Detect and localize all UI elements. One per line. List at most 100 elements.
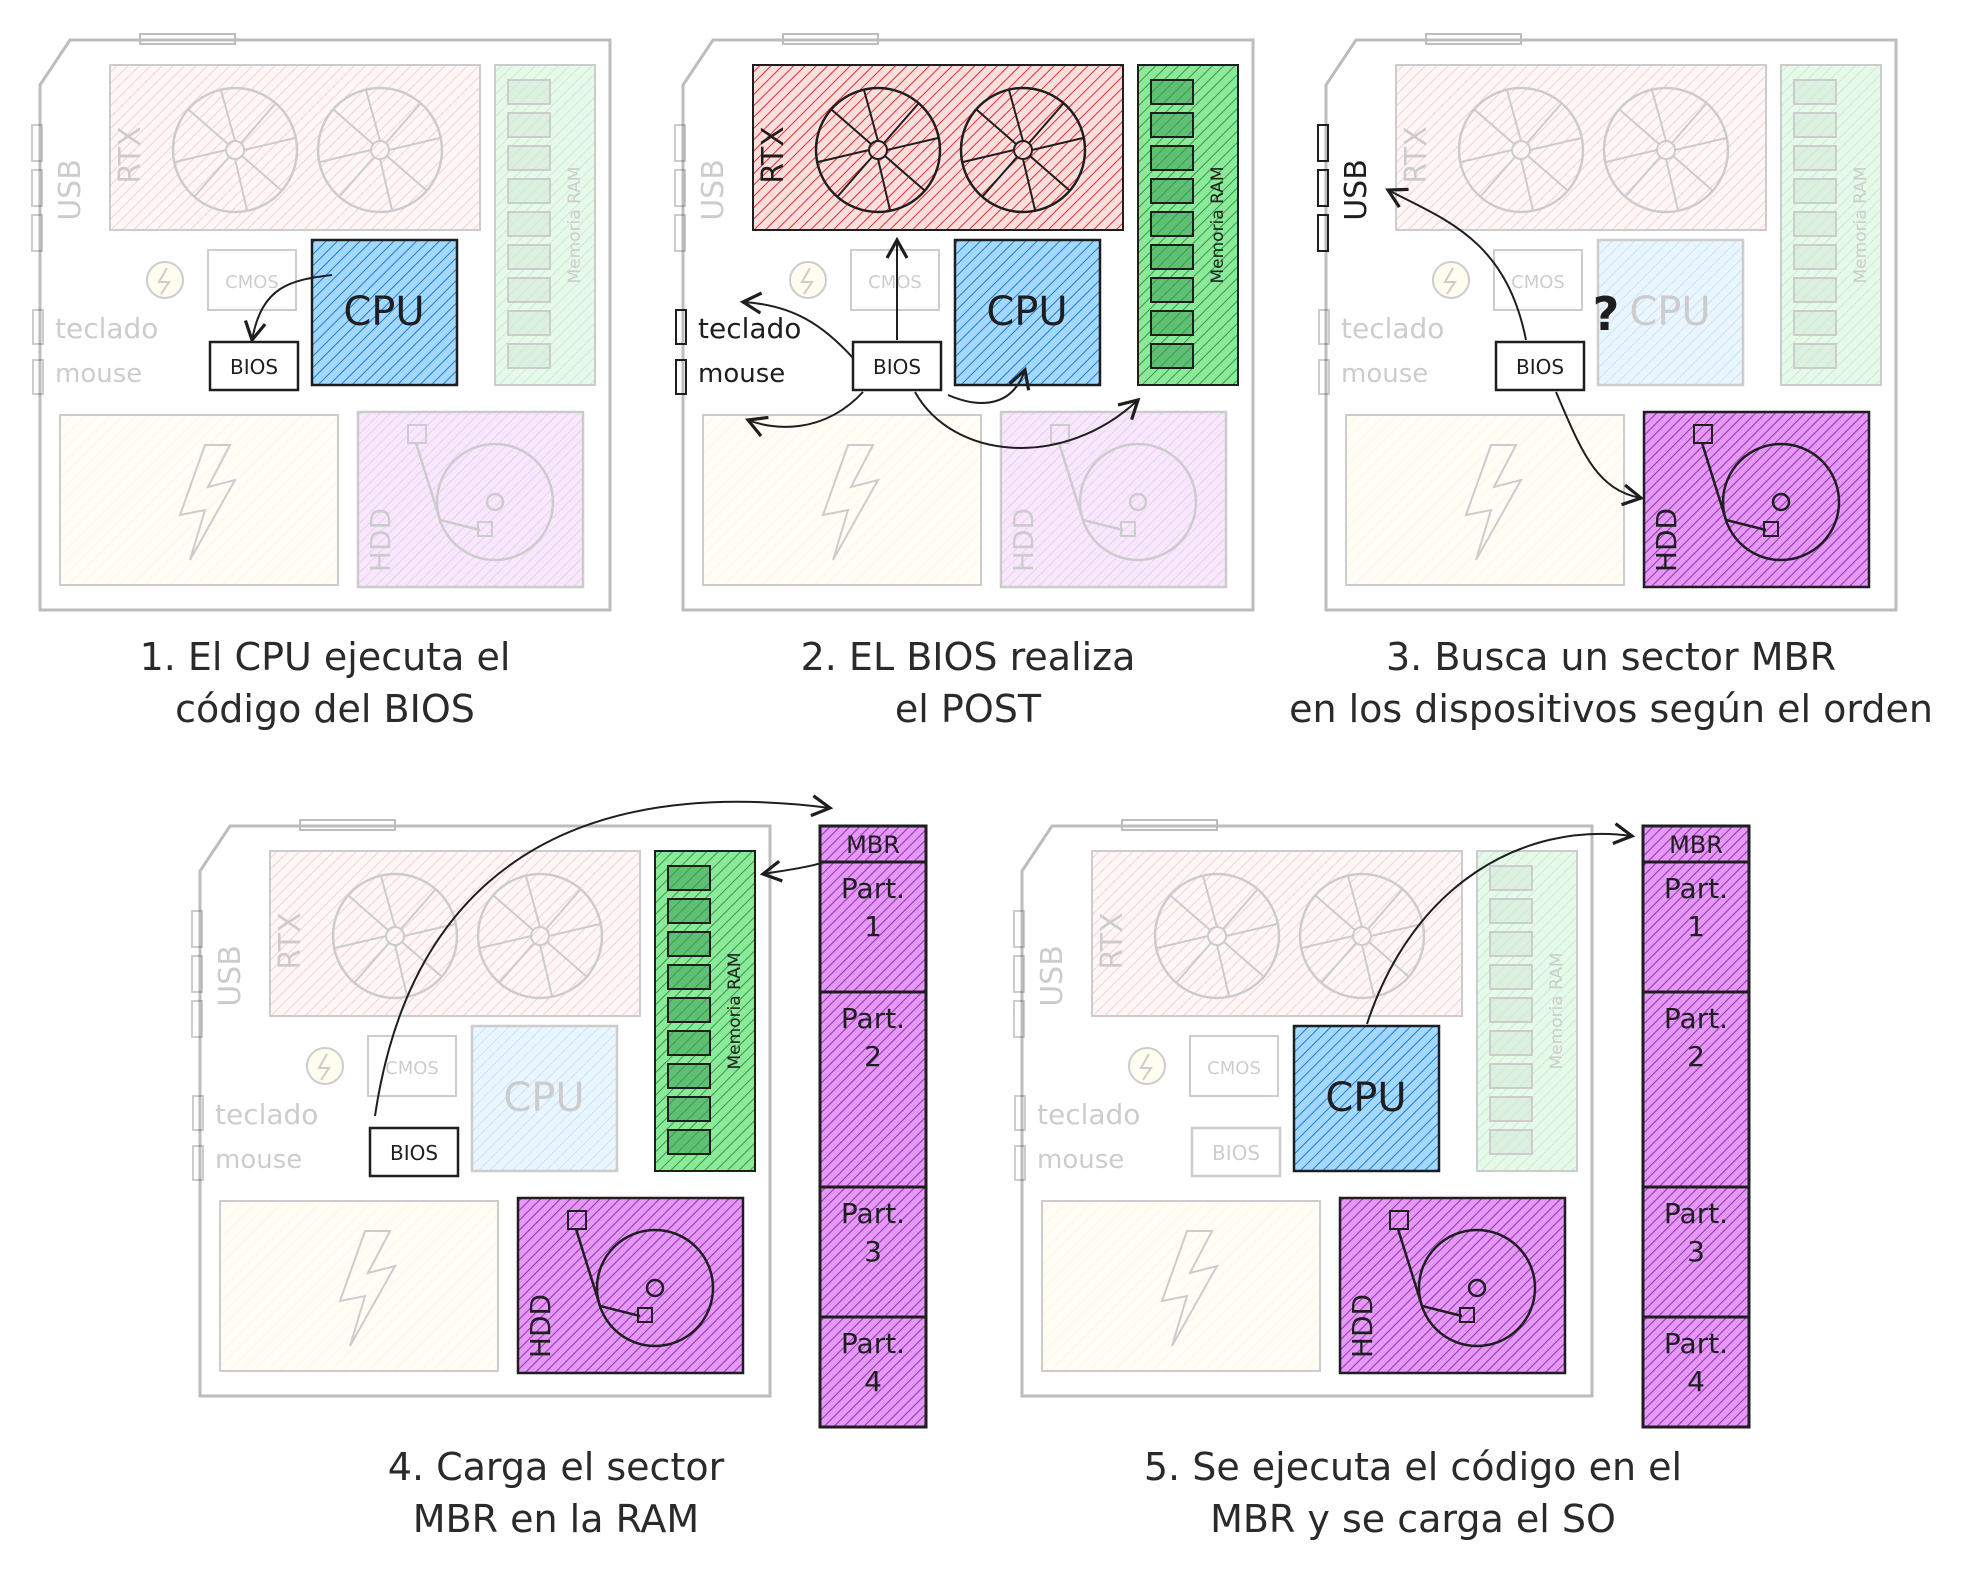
cpu-chip: CPU <box>1292 1024 1441 1173</box>
ram-chip <box>1489 997 1533 1023</box>
hdd-head <box>1459 1307 1475 1323</box>
partition-label: Part. <box>1664 1327 1728 1360</box>
hdd-drive: HDD <box>1642 410 1871 589</box>
usb-label: USB <box>53 159 88 221</box>
ram-chip <box>1489 931 1533 957</box>
usb-ports: USB <box>191 910 248 1038</box>
step-2-caption-line2: el POST <box>895 687 1042 731</box>
cmos-area: CMOS <box>1128 1035 1279 1097</box>
gpu-label: RTX <box>273 912 308 970</box>
keyboard-label: teclado <box>1341 312 1444 345</box>
mouse-label: mouse <box>215 1145 302 1175</box>
ram-chip <box>1489 1129 1533 1155</box>
power-supply <box>1345 414 1625 586</box>
cpu-chip: CPU <box>953 238 1102 387</box>
ram-chip <box>507 310 551 336</box>
partition-label: Part. <box>841 872 905 905</box>
hdd-head <box>1120 521 1136 537</box>
bios-label: BIOS <box>1516 355 1564 379</box>
bios-chip: BIOS <box>1494 340 1586 392</box>
usb-port <box>1317 169 1329 207</box>
ram-chip <box>1793 79 1837 105</box>
ram-label: Memoria RAM <box>1851 166 1871 283</box>
partition-label: Part. <box>1664 872 1728 905</box>
hdd-label: HDD <box>364 508 397 572</box>
cpu-chip: CPU <box>310 238 459 387</box>
gpu-card: RTX <box>752 64 1124 231</box>
hdd-head-pivot <box>407 424 427 444</box>
gpu-body <box>1091 850 1463 1017</box>
ram-body <box>494 64 596 386</box>
step-5-caption-line2: MBR y se carga el SO <box>1210 1497 1616 1541</box>
battery-icon <box>1432 261 1470 299</box>
partition-1 <box>818 860 928 994</box>
keyboard-port <box>1014 1095 1026 1131</box>
usb-port <box>31 169 43 207</box>
bios-label: BIOS <box>1212 1141 1260 1165</box>
mouse-port <box>192 1145 204 1181</box>
ram-module: Memoria RAM <box>1137 64 1239 386</box>
gpu-card: RTX <box>1091 850 1463 1017</box>
ram-body <box>1476 850 1578 1172</box>
hdd-label: HDD <box>524 1294 557 1358</box>
lightning-icon <box>178 444 238 561</box>
mouse-port <box>32 359 44 395</box>
ram-chip <box>1793 310 1837 336</box>
ram-chip <box>507 211 551 237</box>
ram-module: Memoria RAM <box>654 850 756 1172</box>
bios-chip: BIOS <box>851 340 943 392</box>
ram-body <box>1780 64 1882 386</box>
psu-body <box>59 414 339 586</box>
lightning-icon <box>1160 1230 1220 1347</box>
partition-1 <box>1641 860 1751 994</box>
ram-label: Memoria RAM <box>1208 166 1228 283</box>
keyboard-port <box>1318 309 1330 345</box>
ram-chip <box>1793 211 1837 237</box>
question-mark: ? <box>1593 287 1620 341</box>
cmos-area: CMOS <box>146 249 297 311</box>
hdd-arm <box>1057 442 1124 532</box>
usb-ports: USB <box>1317 124 1374 252</box>
bolt-icon <box>157 267 171 295</box>
gpu-label: RTX <box>756 126 791 184</box>
ram-chip <box>507 145 551 171</box>
mouse-port <box>1318 359 1330 395</box>
partition-3 <box>818 1185 928 1319</box>
ram-chip <box>1793 277 1837 303</box>
keyboard-label: teclado <box>55 312 158 345</box>
cmos-area: CMOS <box>1432 249 1583 311</box>
board-connector <box>299 819 396 831</box>
keyboard-port <box>32 309 44 345</box>
board-connector <box>1121 819 1218 831</box>
bios-body <box>368 1126 460 1178</box>
mouse-label: mouse <box>698 359 785 389</box>
bolt-icon <box>800 267 814 295</box>
hdd-label: HDD <box>1346 1294 1379 1358</box>
bios-label: BIOS <box>230 355 278 379</box>
ram-chip <box>1150 310 1194 336</box>
usb-port <box>31 124 43 162</box>
ram-label: Memoria RAM <box>565 166 585 283</box>
usb-port <box>1013 910 1025 948</box>
ram-chip <box>1793 145 1837 171</box>
keyboard-label: teclado <box>1037 1098 1140 1131</box>
cpu-body <box>310 238 459 387</box>
ram-module: Memoria RAM <box>1780 64 1882 386</box>
lightning-icon <box>338 1230 398 1347</box>
ram-chip <box>1793 343 1837 369</box>
partition-label: Part. <box>1664 1002 1728 1035</box>
cpu-body <box>1292 1024 1441 1173</box>
usb-port <box>191 955 203 993</box>
battery-icon <box>789 261 827 299</box>
partition-label: Part. <box>1664 1197 1728 1230</box>
power-supply <box>219 1200 499 1372</box>
arrow-bios-to-hdd <box>1555 391 1645 507</box>
gpu-body <box>752 64 1124 231</box>
hdd-arm <box>1396 1228 1463 1318</box>
partition-2 <box>818 990 928 1189</box>
